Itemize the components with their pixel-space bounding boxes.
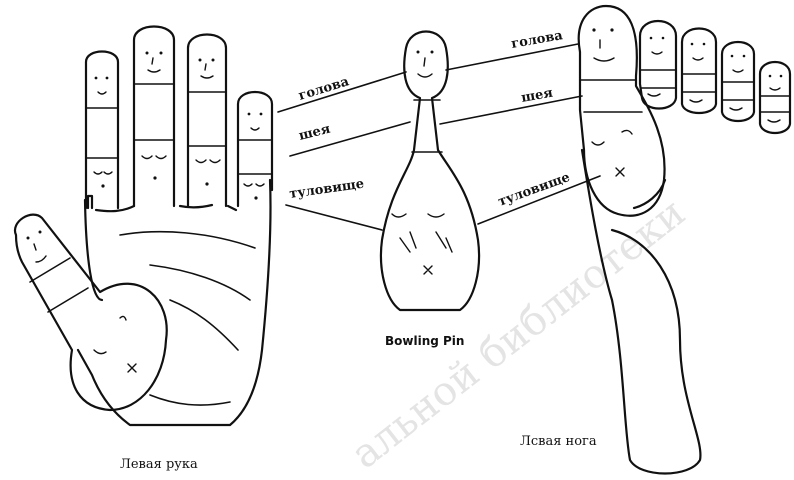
label-neck-left: шея xyxy=(297,122,332,144)
caption-bowling-pin: Bowling Pin xyxy=(385,334,464,348)
connector-torso-left xyxy=(286,205,382,230)
foot-outline xyxy=(582,150,700,474)
label-torso-right: туловище xyxy=(496,170,572,210)
hand-palm-line-3 xyxy=(170,300,238,350)
hand-palm-line-2 xyxy=(150,265,250,300)
hand-finger-2 xyxy=(134,27,174,207)
hand-finger-1 xyxy=(86,52,118,209)
labels: голова шея туловище голова шея туловище xyxy=(288,28,572,210)
label-head-left: голова xyxy=(297,74,352,104)
foot-toe-3 xyxy=(682,29,716,114)
hand-wrist-line xyxy=(150,395,230,405)
hand-finger-3 xyxy=(188,35,226,207)
connector-neck-right xyxy=(440,96,582,124)
hand-palm-line-1 xyxy=(120,232,255,248)
hand-finger-4 xyxy=(238,92,272,206)
caption-left-hand: Левая рука xyxy=(120,457,198,472)
label-torso-left: туловище xyxy=(288,177,365,202)
bowling-pin-torso-face xyxy=(392,214,452,274)
bowling-pin: Bowling Pin xyxy=(381,32,479,349)
foot-toe-2 xyxy=(640,21,676,109)
caption-left-foot: Лсвая нога xyxy=(520,434,597,449)
foot-toe-4 xyxy=(722,42,754,121)
foot-toe-5 xyxy=(760,62,790,133)
hand-thumb xyxy=(15,215,167,410)
left-hand: Левая рука xyxy=(15,27,272,473)
